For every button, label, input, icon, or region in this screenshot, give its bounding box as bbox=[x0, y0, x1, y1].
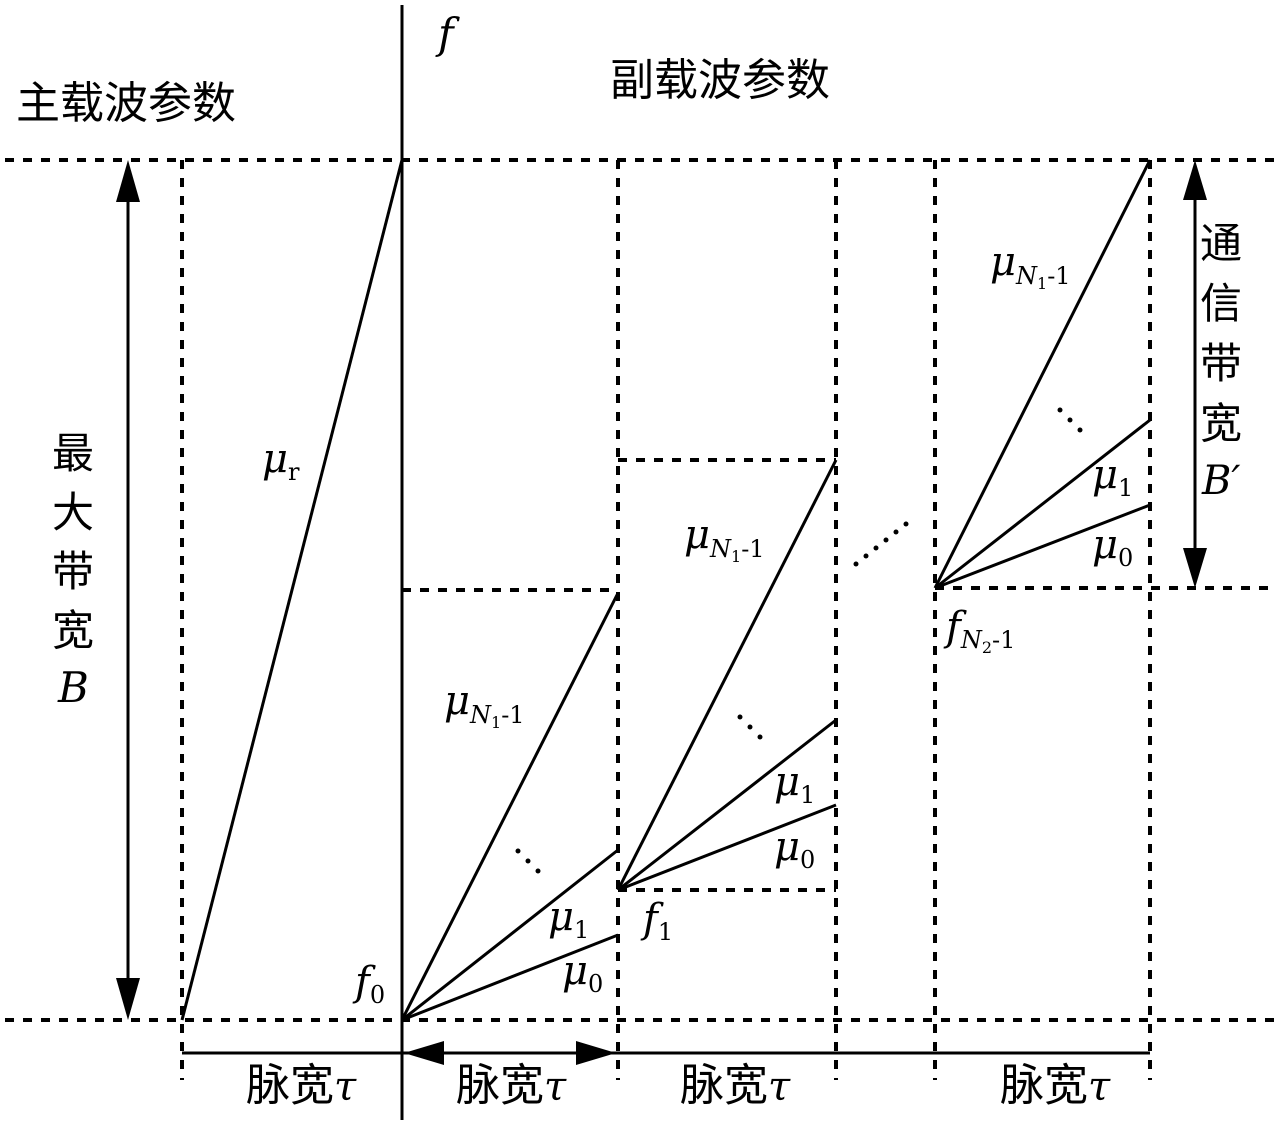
subn-mu-1-label: μ1 bbox=[1092, 452, 1133, 502]
subn-chirp-1 bbox=[934, 418, 1151, 590]
svg-text:B′: B′ bbox=[1201, 458, 1240, 504]
sub2-mu-0-label: μ0 bbox=[774, 824, 815, 874]
mu-r-label: μr bbox=[262, 436, 300, 486]
subn-ellipsis bbox=[1057, 407, 1083, 433]
svg-text:通: 通 bbox=[1200, 219, 1242, 268]
between-group-ellipsis bbox=[853, 521, 909, 567]
arrow-left-icon bbox=[404, 1041, 444, 1065]
pulse-width-arrow bbox=[404, 1041, 616, 1065]
max-bandwidth-label: 最 大 带 宽 B bbox=[52, 429, 94, 712]
sub2-ellipsis bbox=[737, 714, 763, 740]
pulse-width-label-3: 脉宽τ bbox=[680, 1060, 791, 1111]
subn-chirp-n bbox=[933, 159, 1152, 589]
max-bandwidth-arrow bbox=[116, 160, 140, 1020]
fn-label: fN2-1 bbox=[943, 604, 1015, 657]
pulse-width-label-4: 脉宽τ bbox=[1000, 1060, 1111, 1111]
arrow-down-icon bbox=[1183, 548, 1207, 588]
sub2-mu-1-label: μ1 bbox=[774, 759, 815, 809]
pulse-width-label-1: 脉宽τ bbox=[246, 1060, 357, 1111]
sub2-chirp-0 bbox=[617, 803, 837, 892]
svg-text:大: 大 bbox=[52, 488, 94, 537]
sub1-mu-1-label: μ1 bbox=[548, 894, 589, 944]
subn-mu-n-label: μN1-1 bbox=[990, 239, 1071, 293]
sub1-mu-0-label: μ0 bbox=[562, 948, 603, 998]
arrow-up-icon bbox=[1183, 160, 1207, 200]
sub1-ellipsis bbox=[515, 848, 541, 874]
sub2-mu-n-label: μN1-1 bbox=[684, 512, 765, 566]
sub1-chirp-0 bbox=[401, 933, 619, 1022]
sub1-chirp-n bbox=[400, 592, 620, 1021]
sub1-chirp-1 bbox=[401, 848, 619, 1022]
comm-bandwidth-arrow bbox=[1183, 160, 1207, 588]
arrow-up-icon bbox=[116, 160, 140, 202]
main-chirp-line bbox=[180, 159, 404, 1021]
sub2-chirp-1 bbox=[617, 718, 837, 892]
subn-mu-0-label: μ0 bbox=[1092, 522, 1133, 572]
subn-chirp-0 bbox=[934, 503, 1151, 590]
svg-text:最: 最 bbox=[52, 429, 94, 478]
pulse-width-label-2: 脉宽τ bbox=[456, 1060, 567, 1111]
svg-text:B: B bbox=[57, 663, 89, 712]
sub-carrier-title: 副载波参数 bbox=[610, 55, 830, 106]
svg-text:信: 信 bbox=[1200, 279, 1242, 328]
arrow-down-icon bbox=[116, 978, 140, 1020]
sub1-mu-n-label: μN1-1 bbox=[444, 678, 525, 732]
comm-bandwidth-label: 通 信 带 宽 B′ bbox=[1200, 219, 1242, 504]
sub2-chirp-n bbox=[616, 459, 838, 891]
arrow-right-icon bbox=[576, 1041, 616, 1065]
f0-label: f0 bbox=[352, 959, 385, 1009]
frequency-axis-label: f bbox=[435, 9, 460, 58]
svg-text:宽: 宽 bbox=[52, 606, 94, 655]
main-carrier-title: 主载波参数 bbox=[16, 78, 236, 129]
svg-text:带: 带 bbox=[52, 547, 94, 596]
f1-label: f1 bbox=[640, 896, 673, 946]
svg-text:带: 带 bbox=[1200, 339, 1242, 388]
svg-text:宽: 宽 bbox=[1200, 399, 1242, 448]
